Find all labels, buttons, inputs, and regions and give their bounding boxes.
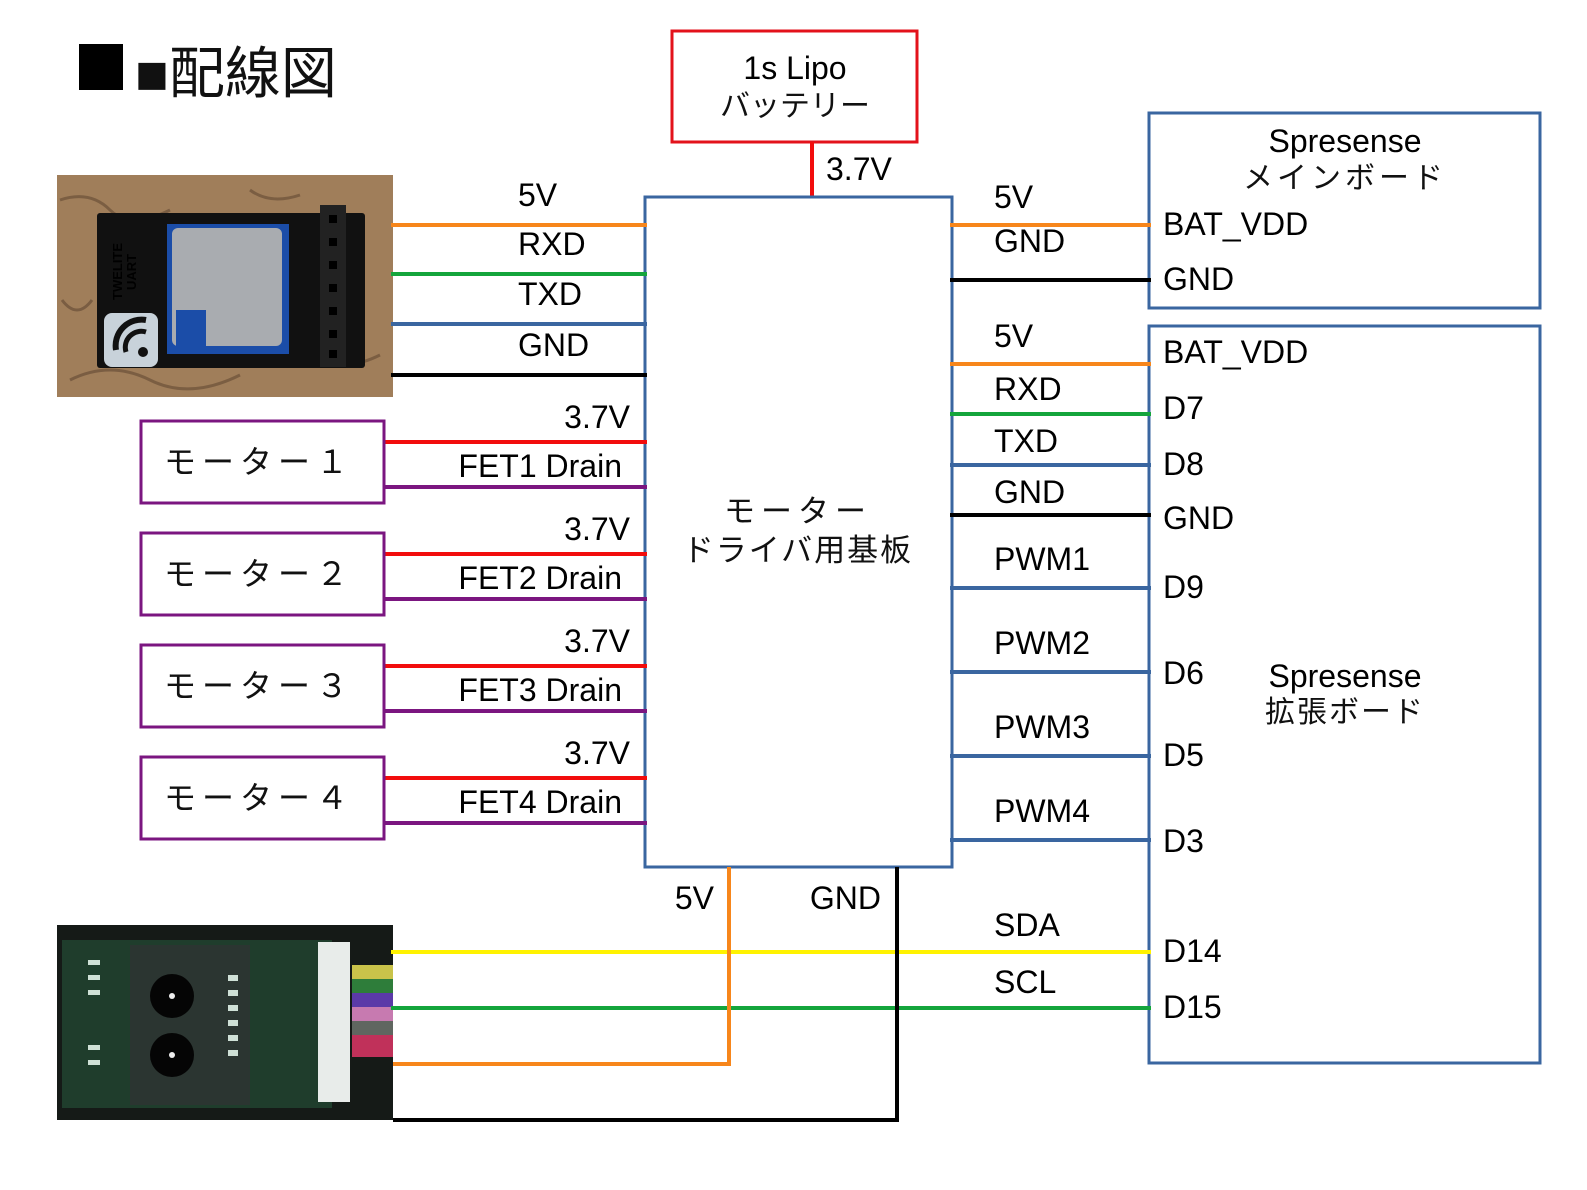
battery-voltage-label: 3.7V: [826, 151, 892, 187]
spresense-extension-board: [1147, 324, 1542, 1065]
battery-box: [670, 29, 919, 144]
ext-board-wire-label: SCL: [994, 964, 1056, 1000]
ext-board-wire-label: SDA: [994, 907, 1060, 943]
twelite-wire-label: TXD: [518, 276, 582, 312]
driver-board-label-line1: モーター: [724, 494, 872, 530]
svg-text:TWELITE: TWELITE: [110, 243, 125, 300]
motor-drain-label: FET2 Drain: [458, 560, 622, 596]
ext-board-wire-label: TXD: [994, 423, 1058, 459]
ext-board-wire-label: PWM4: [994, 793, 1090, 829]
motor-name: モーター２: [164, 555, 354, 593]
main-board-wire-label: GND: [994, 223, 1065, 259]
motor-box: [139, 419, 386, 505]
ext-board-label-line1: Spresense: [1269, 658, 1422, 694]
ext-board-pin-label: D8: [1163, 446, 1204, 482]
ext-board-pin-label: BAT_VDD: [1163, 334, 1308, 370]
ext-board-wire-label: 5V: [994, 318, 1034, 354]
driver-board-label-line2: ドライバ用基板: [683, 533, 913, 569]
ext-board-wire-label: PWM2: [994, 625, 1090, 661]
motor-drain-label: FET4 Drain: [458, 784, 622, 820]
motor-box: [139, 531, 386, 617]
motor-box: [139, 755, 386, 841]
title-square-icon: [79, 44, 123, 90]
sensor-module-photo: [57, 925, 393, 1120]
ext-board-pin-label: D14: [1163, 933, 1222, 969]
motor-name: モーター４: [164, 779, 354, 817]
main-board-wire-label: 5V: [994, 179, 1034, 215]
ext-board-pin-label: D15: [1163, 989, 1222, 1025]
sensor-power-label: 5V: [675, 880, 715, 916]
ext-board-pin-label: D9: [1163, 569, 1204, 605]
ext-board-pin-label: D3: [1163, 823, 1204, 859]
ext-board-pin-label: GND: [1163, 500, 1234, 536]
motor-drain-label: FET3 Drain: [458, 672, 622, 708]
ext-board-pin-label: D6: [1163, 655, 1204, 691]
motors: モーター１ モーター２ モーター３ モーター４: [139, 419, 386, 841]
sensor-ground-label: GND: [810, 880, 881, 916]
motor-power-label: 3.7V: [564, 511, 630, 547]
twelite-wire-label: 5V: [518, 177, 558, 213]
motor-drain-label: FET1 Drain: [458, 448, 622, 484]
main-board-label-line2: メインボード: [1243, 161, 1447, 196]
wires: [382, 223, 1151, 1122]
motor-power-label: 3.7V: [564, 735, 630, 771]
motor-1: モーター１: [139, 419, 386, 505]
twelite-module-photo: TWELITE UART: [57, 175, 393, 397]
ext-board-wire-label: GND: [994, 474, 1065, 510]
motor-3: モーター３: [139, 643, 386, 729]
main-board-pin-label: BAT_VDD: [1163, 206, 1308, 242]
motor-box: [139, 643, 386, 729]
ext-board-wire-label: RXD: [994, 371, 1062, 407]
ext-board-pin-label: D5: [1163, 737, 1204, 773]
ext-board-wire-label: PWM3: [994, 709, 1090, 745]
battery-label-line1: 1s Lipo: [743, 50, 846, 86]
motor-driver-board: [643, 195, 954, 869]
ext-board-wire-label: PWM1: [994, 541, 1090, 577]
twelite-wire-label: GND: [518, 327, 589, 363]
main-board-pin-label: GND: [1163, 261, 1234, 297]
motor-name: モーター３: [164, 667, 354, 705]
page-title: ■配線図: [135, 42, 337, 107]
main-board-label-line1: Spresense: [1269, 123, 1422, 159]
wire-labels: 5V RXD TXD GND 3.7V FET1 Drain 3.7V FET2 Drain 3…: [458, 177, 1308, 1025]
motor-power-label: 3.7V: [564, 399, 630, 435]
ext-board-pin-label: D7: [1163, 390, 1204, 426]
motor-name: モーター１: [164, 443, 354, 481]
ext-board-label-line2: 拡張ボード: [1265, 695, 1425, 730]
motor-4: モーター４: [139, 755, 386, 841]
twelite-wire-label: RXD: [518, 226, 586, 262]
spresense-main-board: [1147, 111, 1542, 310]
battery-label-line2: バッテリー: [720, 89, 870, 124]
motor-power-label: 3.7V: [564, 623, 630, 659]
svg-text:UART: UART: [124, 254, 139, 290]
motor-2: モーター２: [139, 531, 386, 617]
